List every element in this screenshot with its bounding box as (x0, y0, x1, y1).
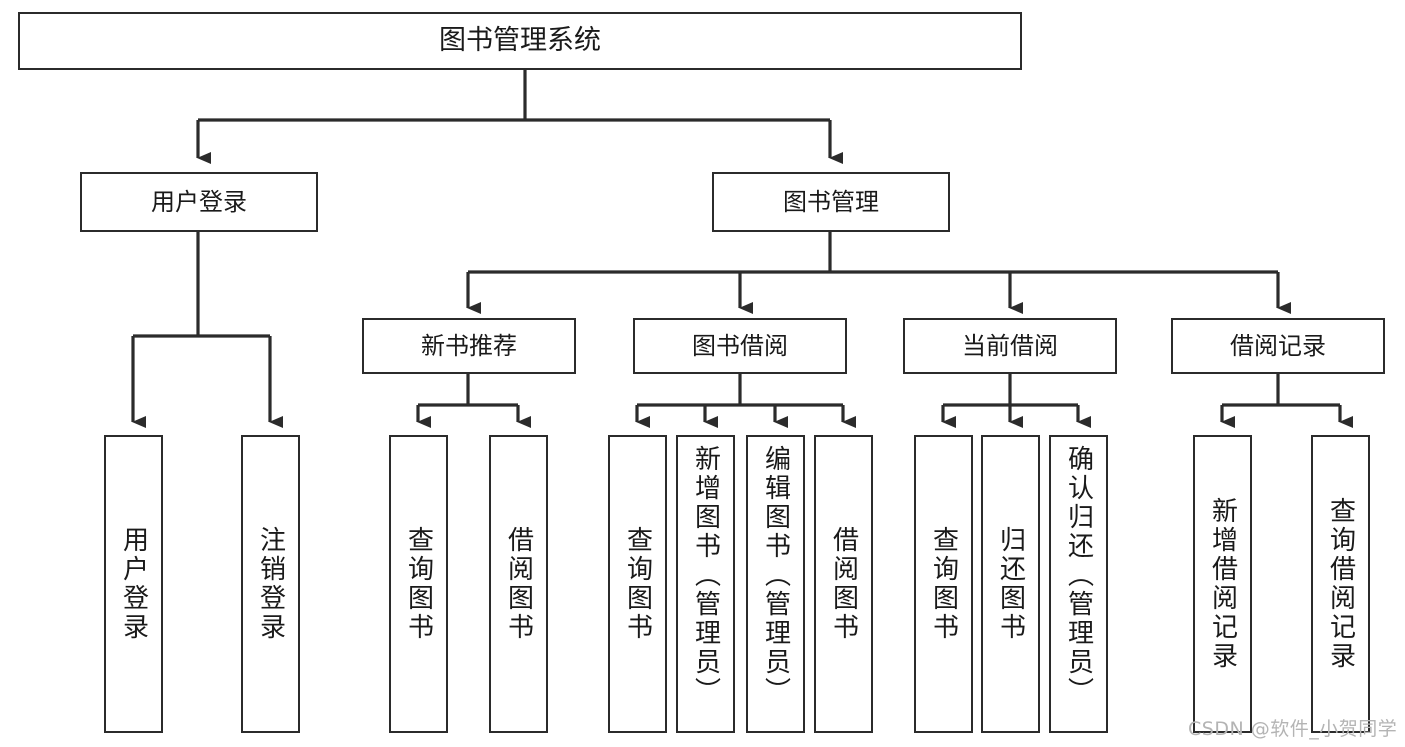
leaf-label: 新增借阅记录 (1207, 497, 1238, 671)
leaf-book-borrow-edit[interactable]: 编辑图书（管理员） (746, 435, 805, 733)
leaf-new-book-query[interactable]: 查询图书 (389, 435, 448, 733)
node-borrow-record-label: 借阅记录 (1230, 331, 1326, 360)
leaf-label: 注销登录 (255, 526, 286, 642)
watermark: CSDN @软件_小贺同学 (1188, 718, 1398, 740)
node-new-book-recommend[interactable]: 新书推荐 (362, 318, 576, 374)
node-root[interactable]: 图书管理系统 (18, 12, 1022, 70)
node-current-borrow-label: 当前借阅 (962, 331, 1058, 360)
leaf-borrow-record-add[interactable]: 新增借阅记录 (1193, 435, 1252, 733)
leaf-borrow-record-query[interactable]: 查询借阅记录 (1311, 435, 1370, 733)
node-book-borrow-label: 图书借阅 (692, 331, 788, 360)
node-root-label: 图书管理系统 (439, 24, 601, 56)
leaf-current-borrow-query[interactable]: 查询图书 (914, 435, 973, 733)
leaf-user-login-login[interactable]: 用户登录 (104, 435, 163, 733)
node-book-manage[interactable]: 图书管理 (712, 172, 950, 232)
node-user-login-label: 用户登录 (151, 187, 247, 216)
node-user-login[interactable]: 用户登录 (80, 172, 318, 232)
node-book-manage-label: 图书管理 (783, 187, 879, 216)
leaf-current-borrow-return[interactable]: 归还图书 (981, 435, 1040, 733)
leaf-label: 借阅图书 (503, 526, 534, 642)
node-book-borrow[interactable]: 图书借阅 (633, 318, 847, 374)
leaf-label: 新增图书（管理员） (690, 445, 721, 706)
leaf-book-borrow-query[interactable]: 查询图书 (608, 435, 667, 733)
leaf-label: 借阅图书 (828, 526, 859, 642)
leaf-book-borrow-add[interactable]: 新增图书（管理员） (676, 435, 735, 733)
leaf-label: 编辑图书（管理员） (760, 445, 791, 706)
leaf-label: 用户登录 (118, 526, 149, 642)
leaf-label: 归还图书 (995, 526, 1026, 642)
leaf-user-login-logout[interactable]: 注销登录 (241, 435, 300, 733)
leaf-label: 查询借阅记录 (1325, 497, 1356, 671)
node-borrow-record[interactable]: 借阅记录 (1171, 318, 1385, 374)
leaf-label: 确认归还（管理员） (1063, 445, 1094, 706)
leaf-current-borrow-confirm-return[interactable]: 确认归还（管理员） (1049, 435, 1108, 733)
leaf-label: 查询图书 (403, 526, 434, 642)
node-current-borrow[interactable]: 当前借阅 (903, 318, 1117, 374)
leaf-label: 查询图书 (928, 526, 959, 642)
node-new-book-recommend-label: 新书推荐 (421, 331, 517, 360)
leaf-book-borrow-borrow[interactable]: 借阅图书 (814, 435, 873, 733)
leaf-new-book-borrow[interactable]: 借阅图书 (489, 435, 548, 733)
leaf-label: 查询图书 (622, 526, 653, 642)
